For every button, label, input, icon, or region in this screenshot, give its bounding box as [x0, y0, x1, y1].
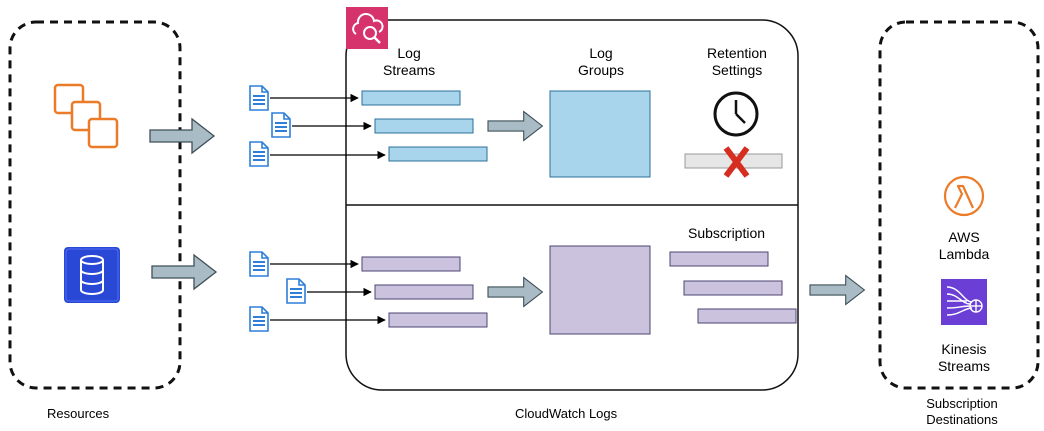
log-groups-label: Log Groups — [578, 45, 624, 78]
log-file-icon — [249, 251, 269, 277]
log-streams-label: Log Streams — [383, 45, 436, 78]
log-stream — [361, 90, 461, 106]
lambda-icon — [943, 175, 985, 217]
resource-arrow-bottom — [151, 254, 217, 290]
resource-arrow-top — [149, 118, 215, 154]
log-file-icon — [286, 278, 306, 304]
cloudwatch-logs-label: CloudWatch Logs — [515, 406, 618, 421]
log-stream — [374, 284, 474, 300]
log-stream — [374, 118, 474, 134]
log-file-icon — [271, 112, 291, 138]
subscription-destinations-label: Subscription Destinations — [926, 396, 998, 427]
log-stream — [361, 256, 461, 272]
cloudwatch-icon — [346, 7, 388, 49]
retention-settings-label: Retention Settings — [707, 45, 767, 78]
stream-to-group-arrow-bottom — [487, 276, 543, 308]
resources-label: Resources — [47, 406, 110, 421]
kinesis-icon — [941, 279, 987, 325]
log-file-icon — [249, 141, 269, 167]
database-icon — [64, 247, 120, 303]
clock-icon — [713, 91, 759, 137]
subscription-to-destination-arrow — [809, 274, 865, 306]
log-file-icon — [249, 85, 269, 111]
log-stream-bars-bottom — [361, 256, 488, 328]
subscription-filter — [669, 251, 769, 267]
connector-arrow — [270, 93, 386, 325]
stream-to-group-arrow-top — [487, 110, 543, 142]
log-stream — [388, 312, 488, 328]
subscription-filter — [683, 280, 783, 296]
subscription-label: Subscription — [688, 225, 766, 241]
destinations-container — [878, 20, 1040, 390]
log-group-top — [549, 90, 651, 178]
kinesis-label: Kinesis Streams — [937, 341, 991, 374]
ec2-instances-icon — [53, 83, 119, 149]
log-stream-bars-top — [361, 90, 488, 162]
log-file-icon — [249, 306, 269, 332]
red-x-icon — [723, 146, 750, 178]
lambda-label: AWS Lambda — [938, 229, 990, 262]
subscription-filter — [697, 308, 797, 324]
subscription-bars — [669, 251, 797, 324]
log-stream — [388, 146, 488, 162]
log-group-bottom — [549, 245, 651, 335]
resources-container — [8, 20, 182, 390]
